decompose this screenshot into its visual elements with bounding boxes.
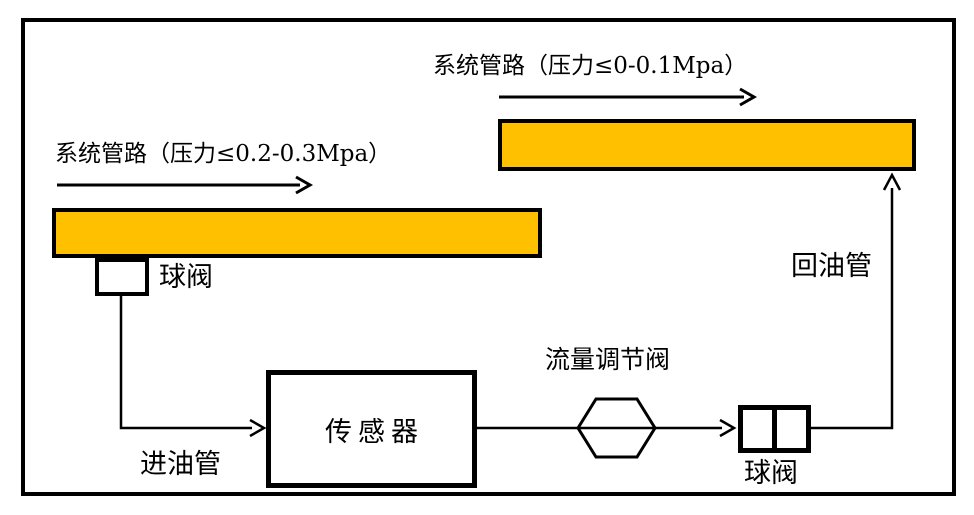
ball-valve-divider [772,410,777,448]
system-pipe-right-bar [498,119,916,171]
sensor-box: 传感器 [266,370,477,488]
system-pipe-left-bar [52,208,542,258]
label-inlet-pipe: 进油管 [140,449,221,480]
ball-valve-right-symbol [738,405,811,453]
label-return-pipe: 回油管 [791,251,872,282]
label-ball-valve-left: 球阀 [159,262,213,293]
label-system-pipe-top: 系统管路（压力≤0-0.1Mpa） [433,53,748,79]
label-ball-valve-right: 球阀 [744,458,798,489]
label-system-pipe-left: 系统管路（压力≤0.2-0.3Mpa） [55,141,392,167]
sensor-label: 传感器 [325,416,424,448]
ball-valve-left-symbol [95,258,149,296]
label-flow-control-valve: 流量调节阀 [545,345,671,374]
